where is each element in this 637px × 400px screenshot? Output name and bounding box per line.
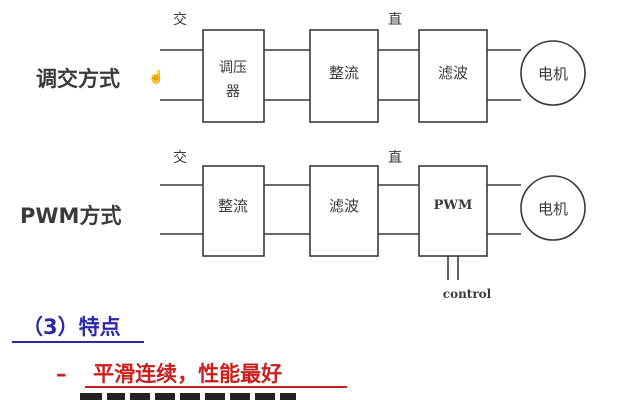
ac-label: 交 — [173, 11, 187, 28]
dc-label: 直 — [388, 149, 402, 166]
motor-circle — [520, 40, 586, 106]
block-diagram: 交 直 调压 器 整流 滤波 电机 交 直 — [160, 11, 586, 301]
bullet-underline — [85, 386, 347, 388]
block-tiaoyaqi — [202, 29, 265, 123]
bullet-marker: – — [56, 362, 67, 386]
block-pwm — [418, 165, 488, 257]
block-label: 器 — [226, 84, 240, 100]
block-label: 滤波 — [438, 64, 468, 82]
block-lvbo — [309, 165, 379, 257]
block-zhengliu — [202, 165, 265, 257]
row-1-diagram — [160, 29, 586, 123]
bullet-item: – 平滑连续，性能最好 — [56, 358, 282, 388]
motor-circle — [520, 175, 586, 241]
dc-label: 直 — [388, 11, 402, 28]
heading-underline — [12, 341, 144, 343]
row-label-tiaojiao: 调交方式 — [36, 67, 120, 91]
block-label: 整流 — [329, 64, 359, 82]
row-label-pwm: PWM方式 — [20, 204, 122, 228]
block-label: 滤波 — [329, 197, 359, 215]
section-heading: （3）特点 — [22, 315, 121, 339]
block-zhengliu — [309, 29, 379, 123]
cropped-next-line — [80, 393, 380, 400]
motor-label: 电机 — [538, 65, 568, 83]
row-2-diagram — [160, 165, 586, 280]
motor-label: 电机 — [538, 200, 568, 218]
control-label: control — [443, 287, 492, 301]
block-label: PWM — [434, 198, 473, 213]
ac-label: 交 — [173, 149, 187, 166]
block-label: 整流 — [218, 197, 248, 215]
hand-pointer-icon: ☝ — [148, 70, 165, 85]
bullet-text: 平滑连续，性能最好 — [93, 362, 283, 386]
block-label: 调压 — [219, 60, 247, 76]
block-lvbo — [418, 29, 488, 123]
